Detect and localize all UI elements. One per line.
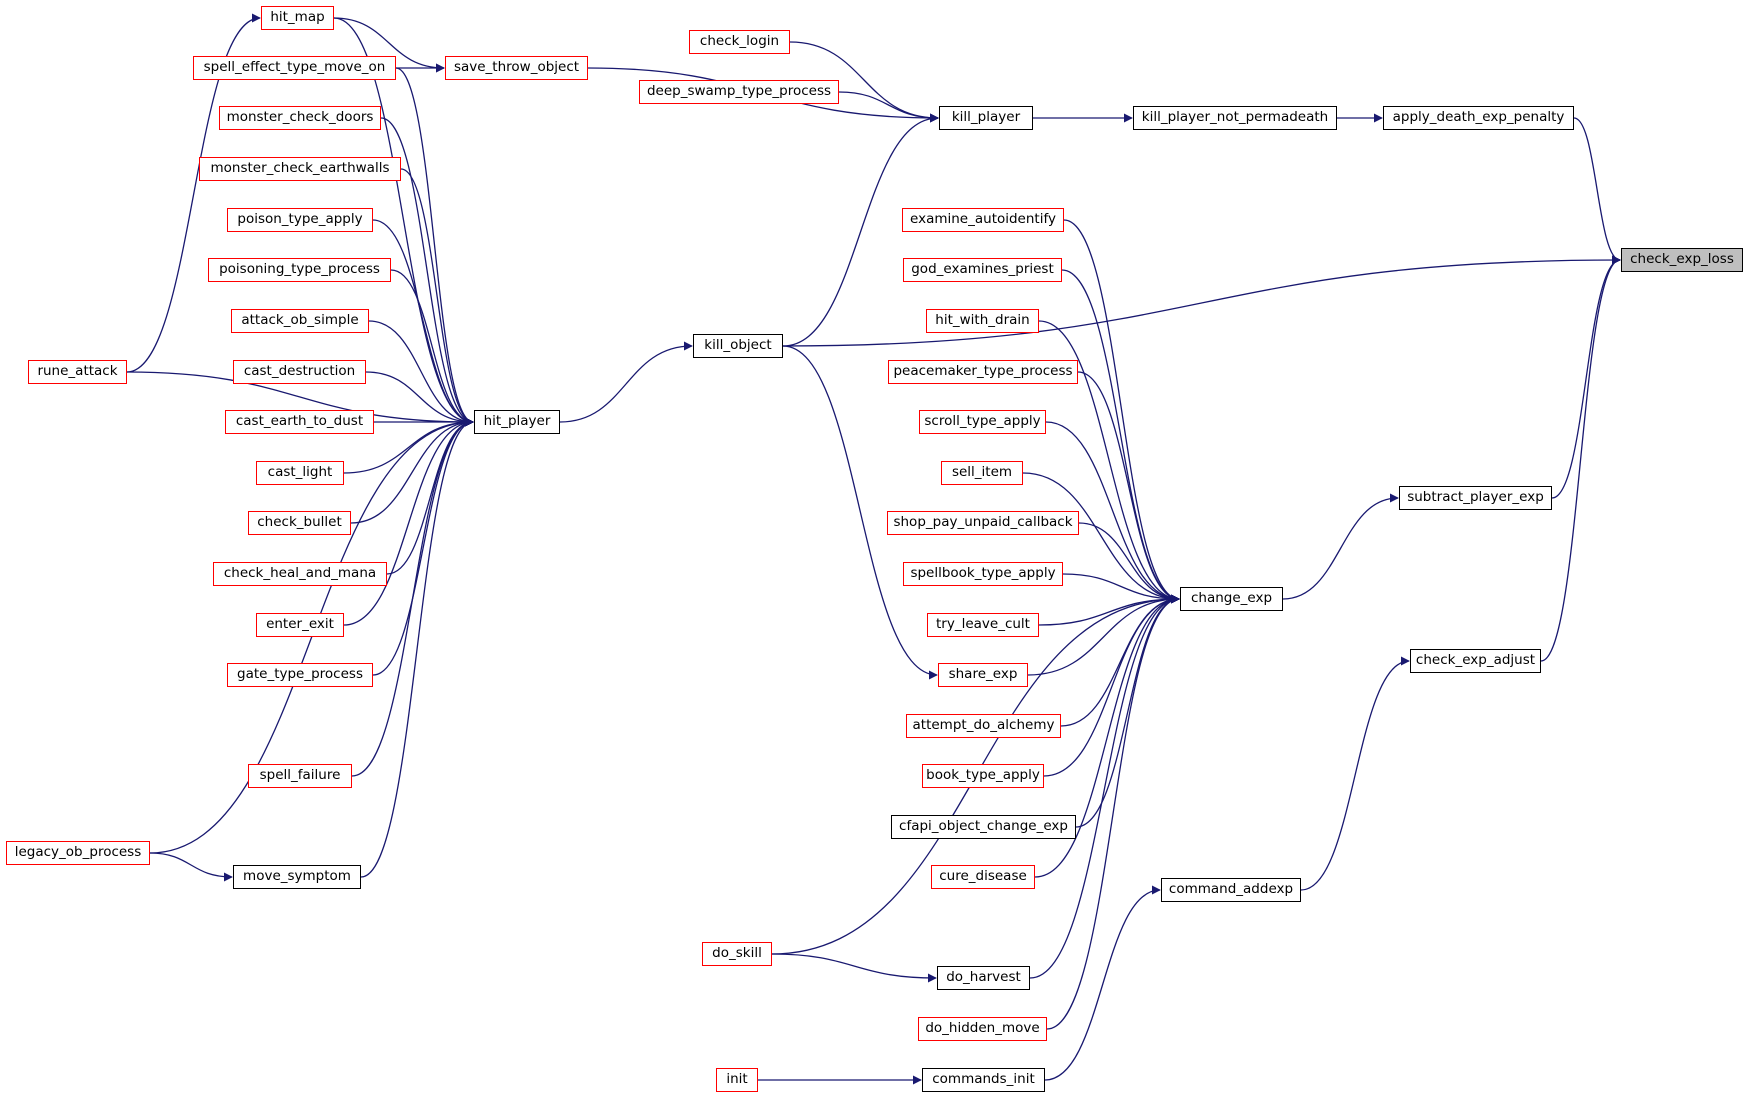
edge-spell-effect-type-move-on-to-hit-player	[395, 67, 474, 427]
edge-poison-type-apply-to-hit-player	[372, 219, 474, 427]
node-kill-player[interactable]: kill_player	[939, 106, 1033, 130]
edge-peacemaker-type-process-to-change-exp	[1077, 371, 1180, 604]
edge-check-bullet-to-hit-player	[350, 417, 474, 524]
node-check-login[interactable]: check_login	[689, 30, 790, 54]
node-init[interactable]: init	[716, 1068, 758, 1092]
node-rune-attack[interactable]: rune_attack	[28, 360, 127, 384]
node-scroll-type-apply[interactable]: scroll_type_apply	[919, 410, 1046, 434]
edge-do-skill-to-do-harvest	[771, 953, 937, 983]
edge-spellbook-type-apply-to-change-exp	[1062, 573, 1180, 604]
node-peacemaker-type-process[interactable]: peacemaker_type_process	[888, 360, 1078, 384]
edge-enter-exit-to-hit-player	[343, 417, 474, 626]
node-share-exp[interactable]: share_exp	[938, 663, 1028, 687]
edge-kill-object-to-kill-player	[782, 113, 939, 347]
node-apply-death-exp-penalty[interactable]: apply_death_exp_penalty	[1383, 106, 1574, 130]
edge-legacy-ob-process-to-hit-player	[149, 417, 474, 854]
node-change-exp[interactable]: change_exp	[1180, 587, 1283, 611]
node-cast-earth-to-dust[interactable]: cast_earth_to_dust	[225, 410, 374, 434]
node-kill-object[interactable]: kill_object	[693, 334, 783, 358]
edge-rune-attack-to-hit-map	[126, 13, 261, 373]
edge-examine-autoidentify-to-change-exp	[1063, 219, 1180, 604]
node-deep-swamp-type-process[interactable]: deep_swamp_type_process	[639, 80, 839, 104]
node-commands-init[interactable]: commands_init	[922, 1068, 1045, 1092]
node-command-addexp[interactable]: command_addexp	[1161, 878, 1301, 902]
edge-poisoning-type-process-to-hit-player	[390, 269, 474, 427]
node-check-heal-and-mana[interactable]: check_heal_and_mana	[213, 562, 387, 586]
node-attempt-do-alchemy[interactable]: attempt_do_alchemy	[906, 714, 1061, 738]
node-move-symptom[interactable]: move_symptom	[233, 865, 361, 889]
edge-deep-swamp-type-process-to-kill-player	[838, 91, 939, 123]
node-check-exp-loss[interactable]: check_exp_loss	[1621, 248, 1743, 272]
node-do-harvest[interactable]: do_harvest	[937, 966, 1030, 990]
edge-rune-attack-to-hit-player	[126, 371, 474, 427]
edge-cast-destruction-to-hit-player	[365, 371, 474, 427]
node-hit-player[interactable]: hit_player	[474, 410, 560, 434]
node-book-type-apply[interactable]: book_type_apply	[922, 764, 1044, 788]
node-gate-type-process[interactable]: gate_type_process	[227, 663, 373, 687]
edge-book-type-apply-to-change-exp	[1043, 594, 1180, 777]
node-kill-player-not-permadeath[interactable]: kill_player_not_permadeath	[1133, 106, 1337, 130]
edge-monster-check-doors-to-hit-player	[380, 117, 474, 427]
node-spell-effect-type-move-on[interactable]: spell_effect_type_move_on	[193, 56, 396, 80]
node-poisoning-type-process[interactable]: poisoning_type_process	[208, 258, 391, 282]
edge-cure-disease-to-change-exp	[1034, 594, 1180, 878]
edge-check-heal-and-mana-to-hit-player	[386, 417, 474, 575]
edge-hit-with-drain-to-change-exp	[1038, 320, 1180, 604]
node-cast-destruction[interactable]: cast_destruction	[233, 360, 366, 384]
node-examine-autoidentify[interactable]: examine_autoidentify	[902, 208, 1064, 232]
node-cure-disease[interactable]: cure_disease	[931, 865, 1035, 889]
node-check-bullet[interactable]: check_bullet	[248, 511, 351, 535]
edge-kill-object-to-share-exp	[782, 345, 938, 680]
edge-do-hidden-move-to-change-exp	[1046, 594, 1180, 1030]
edge-scroll-type-apply-to-change-exp	[1045, 421, 1180, 604]
edge-do-harvest-to-change-exp	[1029, 594, 1180, 979]
node-check-exp-adjust[interactable]: check_exp_adjust	[1410, 649, 1541, 673]
edge-subtract-player-exp-to-check-exp-loss	[1551, 255, 1621, 499]
node-cast-light[interactable]: cast_light	[256, 461, 344, 485]
edge-commands-init-to-command-addexp	[1044, 885, 1161, 1081]
node-save-throw-object[interactable]: save_throw_object	[445, 56, 588, 80]
node-spell-failure[interactable]: spell_failure	[248, 764, 352, 788]
edge-apply-death-exp-penalty-to-check-exp-loss	[1573, 117, 1621, 265]
node-try-leave-cult[interactable]: try_leave_cult	[927, 613, 1039, 637]
edge-share-exp-to-change-exp	[1027, 594, 1180, 676]
node-cfapi-object-change-exp[interactable]: cfapi_object_change_exp	[891, 815, 1076, 839]
edge-attack-ob-simple-to-hit-player	[368, 320, 474, 427]
edge-check-exp-adjust-to-check-exp-loss	[1540, 255, 1621, 662]
edge-gate-type-process-to-hit-player	[372, 417, 474, 676]
edge-sell-item-to-change-exp	[1022, 472, 1180, 604]
edge-hit-map-to-save-throw-object	[333, 17, 445, 73]
node-spellbook-type-apply[interactable]: spellbook_type_apply	[903, 562, 1063, 586]
node-monster-check-earthwalls[interactable]: monster_check_earthwalls	[199, 157, 401, 181]
edge-legacy-ob-process-to-move-symptom	[149, 852, 233, 882]
edge-move-symptom-to-hit-player	[360, 417, 474, 878]
edge-monster-check-earthwalls-to-hit-player	[400, 168, 474, 427]
node-shop-pay-unpaid-callback[interactable]: shop_pay_unpaid_callback	[887, 511, 1079, 535]
node-legacy-ob-process[interactable]: legacy_ob_process	[6, 841, 150, 865]
node-hit-map[interactable]: hit_map	[261, 6, 334, 30]
edge-command-addexp-to-check-exp-adjust	[1300, 656, 1410, 891]
node-poison-type-apply[interactable]: poison_type_apply	[227, 208, 373, 232]
edge-kill-object-to-check-exp-loss	[782, 255, 1621, 347]
edge-hit-player-to-kill-object	[559, 341, 693, 423]
edge-spell-failure-to-hit-player	[351, 417, 474, 777]
node-do-hidden-move[interactable]: do_hidden_move	[918, 1017, 1047, 1041]
edge-shop-pay-unpaid-callback-to-change-exp	[1078, 522, 1180, 604]
node-enter-exit[interactable]: enter_exit	[256, 613, 344, 637]
node-hit-with-drain[interactable]: hit_with_drain	[926, 309, 1039, 333]
node-attack-ob-simple[interactable]: attack_ob_simple	[231, 309, 369, 333]
edge-change-exp-to-subtract-player-exp	[1282, 493, 1399, 600]
node-sell-item[interactable]: sell_item	[941, 461, 1023, 485]
node-monster-check-doors[interactable]: monster_check_doors	[219, 106, 381, 130]
node-do-skill[interactable]: do_skill	[702, 942, 772, 966]
node-subtract-player-exp[interactable]: subtract_player_exp	[1399, 486, 1552, 510]
node-god-examines-priest[interactable]: god_examines_priest	[903, 258, 1062, 282]
